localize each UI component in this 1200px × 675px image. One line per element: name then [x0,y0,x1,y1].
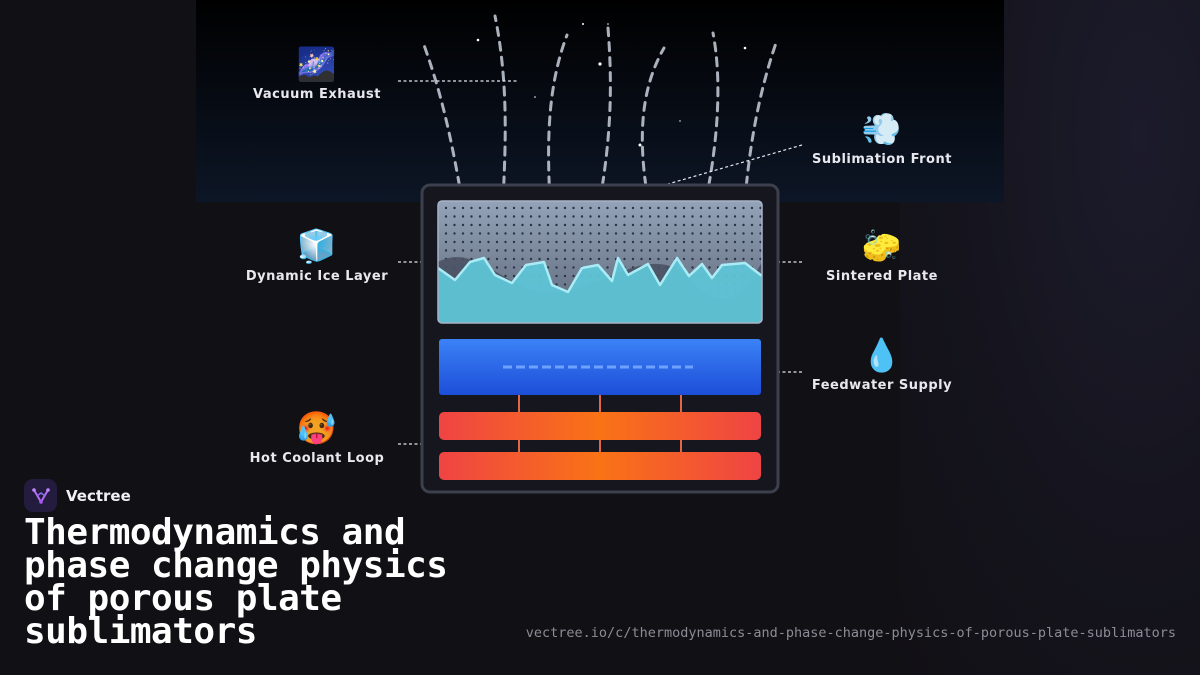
vectree-logo-icon [24,479,57,512]
label-text: Dynamic Ice Layer [245,269,389,284]
plate-outline [437,200,763,324]
label-text: Feedwater Supply [811,378,953,393]
hot-coolant-pipe-upper [439,412,761,440]
label-hot-coolant-loop: 🥵 Hot Coolant Loop [207,409,427,466]
label-dynamic-ice-layer: 🧊 Dynamic Ice Layer [207,227,427,284]
label-text: Sintered Plate [826,269,938,284]
label-vacuum-exhaust: 🌌 Vacuum Exhaust [207,45,427,102]
label-feedwater-supply: 💧 Feedwater Supply [772,336,992,393]
galaxy-icon: 🌌 [296,45,338,83]
ice-front-edge [438,256,762,294]
stars [476,23,747,147]
label-sintered-plate: 🧽 Sintered Plate [772,227,992,284]
hot-coolant-pipe-lower [439,452,761,480]
hot-face-icon: 🥵 [296,409,338,447]
sintered-plate-assembly [438,201,762,323]
label-sublimation-front: 💨 Sublimation Front [772,110,992,167]
brand-name: Vectree [66,486,131,505]
coolant-connectors [518,395,682,452]
brand: Vectree [24,479,131,512]
vacuum-space-region [196,0,1004,202]
label-text: Vacuum Exhaust [253,87,381,102]
vapor-streams [422,14,778,202]
page-title: Thermodynamics and phase change physics … [24,512,448,652]
droplet-icon: 💧 [861,336,903,374]
label-text: Hot Coolant Loop [249,451,385,466]
sponge-icon: 🧽 [861,227,903,265]
source-url[interactable]: vectree.io/c/thermodynamics-and-phase-ch… [525,625,1176,641]
label-text: Sublimation Front [812,152,952,167]
ice-cube-icon: 🧊 [296,227,338,265]
dash-wind-icon: 💨 [861,110,903,148]
